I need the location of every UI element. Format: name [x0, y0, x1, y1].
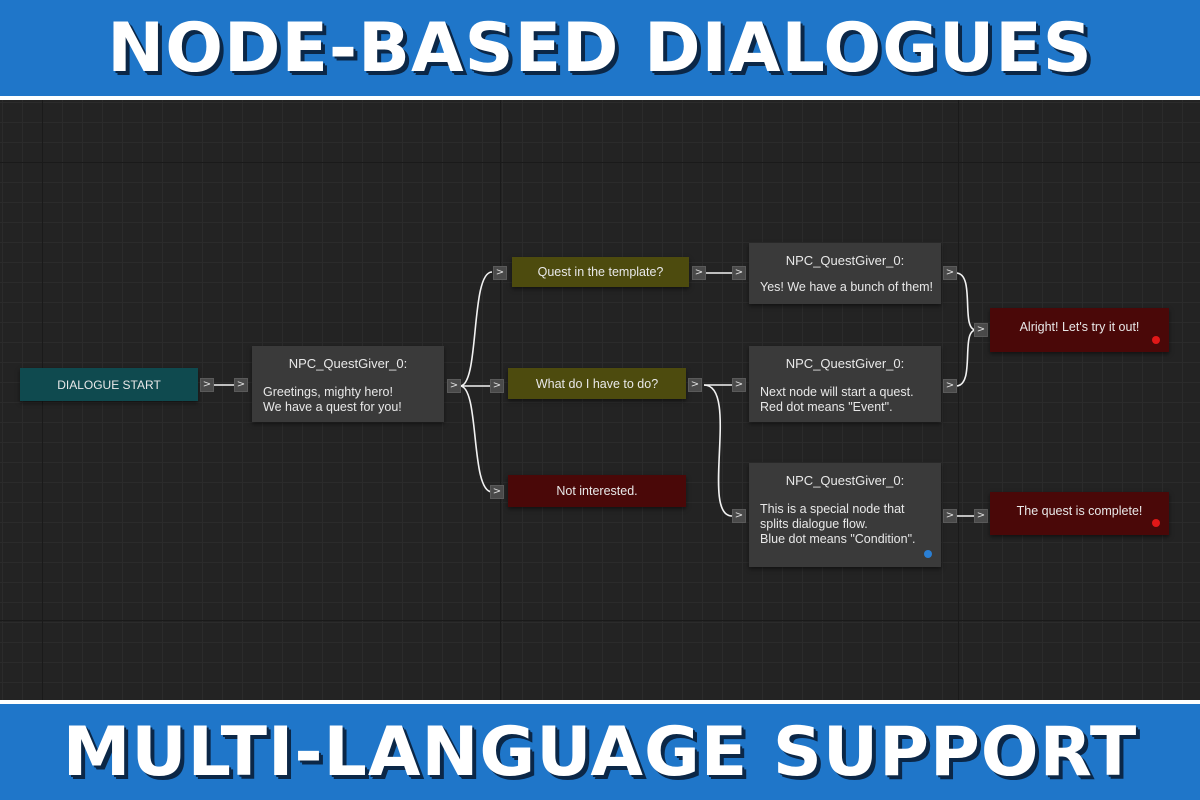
npc-dialogue-text: Next node will start a quest. Red dot me… — [760, 385, 914, 414]
port-arrow-icon: > — [690, 379, 700, 390]
end-node-label: Alright! Let's try it out! — [1019, 320, 1140, 334]
output-port[interactable]: > — [943, 379, 957, 393]
end-node-label: The quest is complete! — [1016, 504, 1143, 518]
input-port[interactable]: > — [732, 509, 746, 523]
npc-dialogue-text: Yes! We have a bunch of them! — [760, 280, 934, 294]
end-node-alright[interactable]: Alright! Let's try it out! — [990, 308, 1169, 352]
bottom-banner: MULTI-LANGUAGE SUPPORT — [0, 700, 1200, 800]
output-port[interactable]: > — [943, 509, 957, 523]
input-port[interactable]: > — [974, 509, 988, 523]
wire-yes-to-alright — [955, 272, 977, 331]
dialogue-start-node[interactable]: DIALOGUE START — [20, 368, 198, 401]
input-port[interactable]: > — [732, 378, 746, 392]
grid-major-line — [958, 100, 959, 700]
output-port[interactable]: > — [447, 379, 461, 393]
port-arrow-icon: > — [945, 380, 955, 391]
npc-speaker-name: NPC_QuestGiver_0: — [785, 356, 905, 371]
port-arrow-icon: > — [945, 267, 955, 278]
port-arrow-icon: > — [945, 510, 955, 521]
input-port[interactable]: > — [732, 266, 746, 280]
output-port[interactable]: > — [200, 378, 214, 392]
grid-major-line — [0, 162, 1200, 163]
end-node-complete[interactable]: The quest is complete! — [990, 492, 1169, 535]
top-banner: NODE-BASED DIALOGUES — [0, 0, 1200, 100]
npc-special-condition-node[interactable]: NPC_QuestGiver_0: This is a special node… — [749, 463, 941, 567]
input-port[interactable]: > — [234, 378, 248, 392]
port-arrow-icon: > — [449, 380, 459, 391]
bottom-banner-title: MULTI-LANGUAGE SUPPORT — [62, 712, 1138, 792]
event-dot-icon — [1152, 336, 1160, 344]
condition-dot-icon — [924, 550, 932, 558]
wire-greeting-to-template — [459, 271, 493, 387]
npc-speaker-name: NPC_QuestGiver_0: — [288, 356, 408, 371]
npc-yes-node[interactable]: NPC_QuestGiver_0: Yes! We have a bunch o… — [749, 243, 941, 304]
output-port[interactable]: > — [943, 266, 957, 280]
npc-dialogue-text: This is a special node that splits dialo… — [760, 502, 916, 546]
output-port[interactable]: > — [688, 378, 702, 392]
port-arrow-icon: > — [202, 379, 212, 390]
choice-label: What do I have to do? — [535, 376, 659, 391]
wire-what-to-special — [703, 384, 733, 517]
npc-dialogue-text: Greetings, mighty hero! We have a quest … — [263, 385, 402, 414]
node-graph-canvas[interactable]: DIALOGUE START > > NPC_QuestGiver_0: Gre… — [0, 100, 1200, 700]
port-arrow-icon: > — [734, 267, 744, 278]
top-banner-title: NODE-BASED DIALOGUES — [107, 8, 1093, 88]
wire-greeting-to-not — [459, 385, 493, 493]
input-port[interactable]: > — [493, 266, 507, 280]
grid-major-line — [500, 100, 501, 700]
choice-label: Not interested. — [556, 484, 638, 498]
choice-label: Quest in the template? — [537, 265, 664, 279]
choice-node-not-interested[interactable]: Not interested. — [508, 475, 686, 507]
choice-node-what[interactable]: What do I have to do? — [508, 368, 686, 399]
port-arrow-icon: > — [694, 267, 704, 278]
npc-greeting-node[interactable]: NPC_QuestGiver_0: Greetings, mighty hero… — [252, 346, 444, 422]
port-arrow-icon: > — [495, 267, 505, 278]
event-dot-icon — [1152, 519, 1160, 527]
port-arrow-icon: > — [734, 379, 744, 390]
connection-wires — [214, 271, 977, 517]
port-arrow-icon: > — [976, 324, 986, 335]
port-arrow-icon: > — [976, 510, 986, 521]
npc-speaker-name: NPC_QuestGiver_0: — [785, 473, 905, 488]
choice-node-template[interactable]: Quest in the template? — [512, 257, 689, 287]
port-arrow-icon: > — [236, 379, 246, 390]
npc-next-node[interactable]: NPC_QuestGiver_0: Next node will start a… — [749, 346, 941, 422]
input-port[interactable]: > — [490, 379, 504, 393]
port-arrow-icon: > — [492, 486, 502, 497]
port-arrow-icon: > — [492, 380, 502, 391]
wire-next-to-alright — [955, 329, 977, 387]
output-port[interactable]: > — [692, 266, 706, 280]
npc-speaker-name: NPC_QuestGiver_0: — [785, 253, 905, 268]
dialogue-start-label: DIALOGUE START — [57, 377, 161, 392]
grid-major-line — [0, 620, 1200, 621]
port-arrow-icon: > — [734, 510, 744, 521]
input-port[interactable]: > — [490, 485, 504, 499]
input-port[interactable]: > — [974, 323, 988, 337]
